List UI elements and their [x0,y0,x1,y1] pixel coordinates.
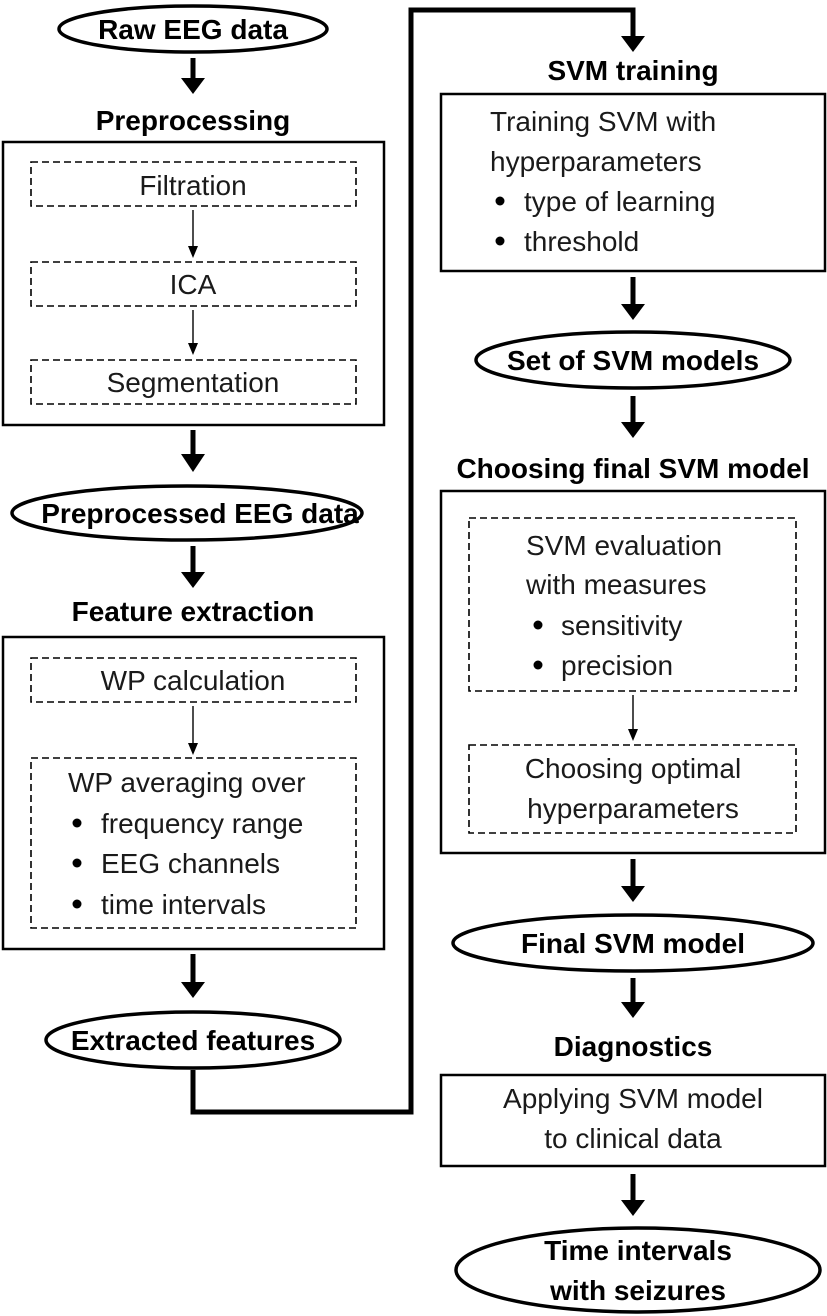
diagnostics-heading: Diagnostics [554,1031,713,1062]
svm-training-line-2: hyperparameters [490,146,702,177]
arrow-preprocessing-to-preprocessed [181,430,205,472]
segmentation-step: Segmentation [30,359,357,405]
choosing-final-model-box: SVM evaluation with measures sensitivity… [439,489,827,855]
final-svm-model-label: Final SVM model [521,928,745,959]
time-intervals-with-seizures-node: Time intervals with seizures [454,1226,822,1314]
arrow-set-of-models-to-choosing [621,396,645,438]
arrow-choosing-to-final-model [621,859,645,902]
ica-step: ICA [30,261,357,307]
arrow-final-model-to-diagnostics [621,978,645,1018]
svm-evaluation-line-2: with measures [525,569,707,600]
bullet-dot [72,858,82,868]
svm-evaluation-step: SVM evaluation with measures sensitivity… [468,517,797,692]
choosing-optimal-step: Choosing optimal hyperparameters [468,744,797,834]
svm-training-item-threshold: threshold [524,226,639,257]
segmentation-label: Segmentation [107,367,280,398]
filtration-step: Filtration [30,161,357,207]
time-intervals-line-1: Time intervals [544,1235,732,1266]
arrow-ica-to-segmentation [188,310,198,355]
wp-averaging-title: WP averaging over [68,767,306,798]
svm-training-heading: SVM training [547,55,718,86]
arrow-evaluation-to-optimal [628,695,638,741]
wp-averaging-item-time-intervals: time intervals [101,889,266,920]
bullet-dot [72,818,82,828]
arrow-preprocessed-to-feature-extraction [181,546,205,588]
diagnostics-line-1: Applying SVM model [503,1083,763,1114]
diagnostics-line-2: to clinical data [544,1123,722,1154]
final-svm-model-node: Final SVM model [451,913,815,973]
bullet-dot [495,196,505,206]
arrow-training-to-set-of-models [621,277,645,320]
connector-left-to-right-column [190,7,645,1115]
arrow-feature-extraction-to-extracted [181,954,205,998]
wp-calculation-step: WP calculation [30,657,357,703]
time-intervals-line-2: with seizures [549,1275,726,1306]
set-of-svm-models-label: Set of SVM models [507,345,759,376]
raw-eeg-data-label: Raw EEG data [98,14,288,45]
svm-training-box: Training SVM with hyperparameters type o… [439,92,827,273]
set-of-svm-models-node: Set of SVM models [474,330,792,390]
diagnostics-box: Applying SVM model to clinical data [439,1073,827,1168]
arrow-raw-to-preprocessing [181,58,205,94]
wp-averaging-step: WP averaging over frequency range EEG ch… [30,757,357,929]
svm-training-item-type-of-learning: type of learning [524,186,715,217]
raw-eeg-data-node: Raw EEG data [57,4,329,54]
feature-extraction-box: WP calculation WP averaging over frequen… [1,635,386,951]
svm-evaluation-item-precision: precision [561,650,673,681]
filtration-label: Filtration [139,170,246,201]
bullet-dot [533,660,543,670]
bullet-dot [533,620,543,630]
wp-averaging-item-frequency-range: frequency range [101,808,303,839]
arrow-filtration-to-ica [188,210,198,258]
ica-label: ICA [170,269,217,300]
preprocessing-heading: Preprocessing [96,105,291,136]
bullet-dot [72,899,82,909]
preprocessed-eeg-data-node: Preprocessed EEG data [10,484,364,542]
choosing-final-model-heading: Choosing final SVM model [456,453,809,484]
extracted-features-label: Extracted features [71,1025,315,1056]
extracted-features-node: Extracted features [44,1010,342,1070]
bullet-dot [495,236,505,246]
choosing-optimal-line-1: Choosing optimal [525,753,741,784]
feature-extraction-heading: Feature extraction [72,596,315,627]
choosing-optimal-line-2: hyperparameters [527,793,739,824]
svm-evaluation-item-sensitivity: sensitivity [561,610,682,641]
wp-calculation-label: WP calculation [101,665,286,696]
svm-evaluation-line-1: SVM evaluation [526,530,722,561]
preprocessing-box: Filtration ICA Segmentation [1,140,386,427]
wp-averaging-item-eeg-channels: EEG channels [101,848,280,879]
svm-training-line-1: Training SVM with [490,106,716,137]
preprocessed-eeg-data-label: Preprocessed EEG data [41,498,359,529]
arrow-diagnostics-to-time-intervals [621,1174,645,1216]
arrow-wp-calculation-to-averaging [188,706,198,755]
